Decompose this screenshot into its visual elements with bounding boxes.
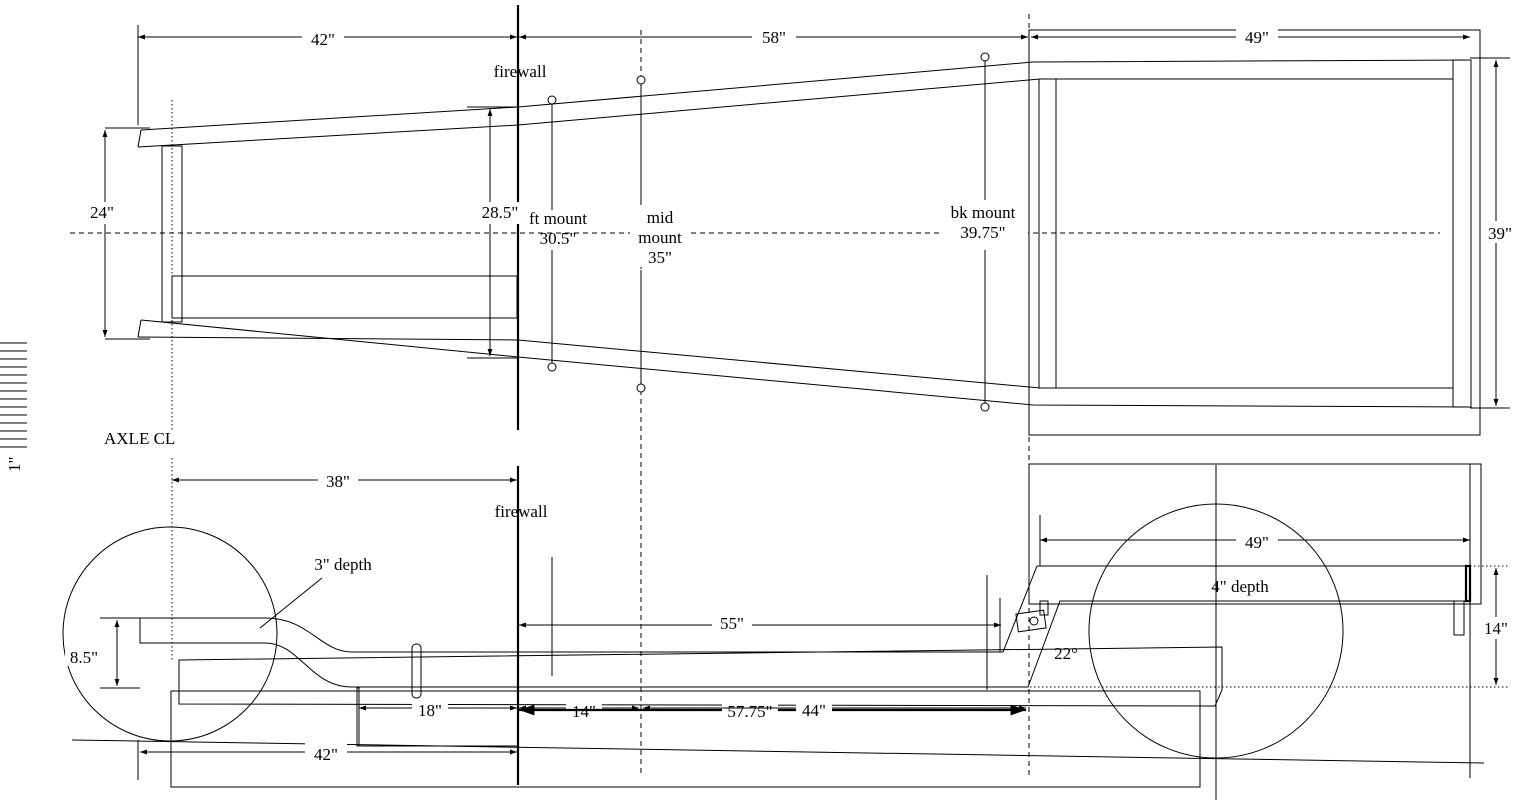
scale-label: 1" [5,457,24,472]
upper-rail-outer [140,59,1471,131]
rear-cross-bar [1452,59,1472,408]
top-view: 42" 58" 49" firewall 24" 28.5" ft mount … [70,5,1518,785]
dim-44: 44" [802,701,826,720]
mid-mount-point [636,383,646,393]
firewall-label-top: firewall [494,62,547,81]
side-view: AXLE CL 38" firewall 3" depth [62,429,1514,800]
dim-49-top: 49" [1245,28,1269,47]
dim-38: 38" [326,472,350,491]
lower-rail-inner [137,336,1453,389]
dim-42-top: 42" [311,30,335,49]
rear-crossmember [1038,78,1057,389]
lower-rail-outer [140,319,1471,408]
scale-bar: 1" [0,342,27,472]
back-mount-label: bk mount [951,203,1016,222]
front-depth-label: 3" depth [314,555,372,574]
dim-42-bottom: 42" [314,745,338,764]
dim-49-side: 49" [1245,533,1269,552]
dim-14-bottom: 14" [572,702,596,721]
front-mount-width: 30.5" [540,229,577,248]
front-wheel [62,526,278,742]
back-mount-point [980,52,990,62]
dim-55: 55" [720,614,744,633]
dim-28-5: 28.5" [482,203,519,222]
front-mount-label: ft mount [529,209,587,228]
dim-8-5: 8.5" [70,648,98,667]
dim-18: 18" [418,701,442,720]
dim-57-75: 57.75" [727,702,772,721]
dim-39: 39" [1488,224,1512,243]
mid-mount-width: 35" [648,248,672,267]
rear-bracket [1015,609,1047,633]
dim-14-rise: 14" [1484,619,1508,638]
dim-58: 58" [762,28,786,47]
front-mount-point [547,362,557,372]
spring-shackle [411,643,422,699]
front-mount-point [547,95,557,105]
mid-mount-point [636,75,646,85]
body-rear-box-side [1028,463,1482,605]
frame-rail-side [139,565,1471,688]
drivetrain-outline [178,646,1223,707]
engine-outline [171,275,518,319]
front-crossmember [161,145,183,323]
mid-mount-label-2: mount [638,228,682,247]
back-mount-width: 39.75" [960,223,1005,242]
rear-depth-label: 4" depth [1211,577,1269,596]
back-mount-point [980,402,990,412]
firewall-label-side: firewall [495,502,548,521]
kick-angle: 22° [1054,644,1078,663]
upper-rail-inner [137,78,1453,148]
body-lower-box [170,690,1201,788]
axle-cl-label: AXLE CL [104,429,175,448]
mid-mount-label-1: mid [647,208,674,227]
dim-24: 24" [90,203,114,222]
